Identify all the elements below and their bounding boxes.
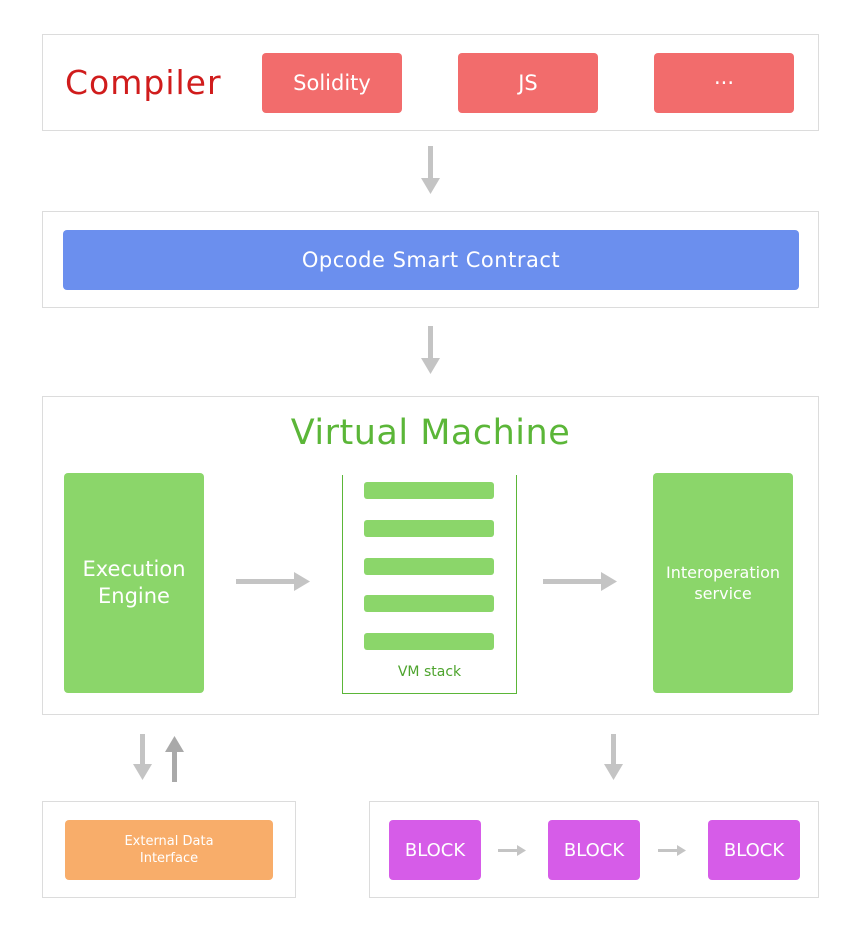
block-2: BLOCK	[548, 820, 640, 880]
block-3: BLOCK	[708, 820, 800, 880]
block-1: BLOCK	[389, 820, 481, 880]
arrow-down-icon	[604, 734, 623, 780]
execution-engine: Execution Engine	[64, 473, 204, 693]
arrow-up-icon	[165, 736, 184, 782]
language-solidity: Solidity	[262, 53, 402, 113]
blocks-panel: BLOCK BLOCK BLOCK	[369, 801, 819, 898]
vm-stack-label: VM stack	[397, 664, 462, 680]
interoperation-service: Interoperation service	[653, 473, 793, 693]
stack-slot	[364, 633, 494, 650]
stack-slot	[364, 520, 494, 537]
virtual-machine-title: Virtual Machine	[290, 413, 571, 453]
arrow-down-icon	[421, 146, 440, 194]
arrow-right-icon	[543, 572, 617, 591]
external-data-interface: External Data Interface	[65, 820, 273, 880]
virtual-machine-panel: Virtual Machine Execution Engine VM stac…	[42, 396, 819, 715]
compiler-title: Compiler	[65, 63, 222, 102]
arrow-down-icon	[421, 326, 440, 374]
stack-slot	[364, 595, 494, 612]
opcode-smart-contract: Opcode Smart Contract	[63, 230, 799, 290]
language-js: JS	[458, 53, 598, 113]
stack-slot	[364, 482, 494, 499]
arrow-down-icon	[133, 734, 152, 780]
arrow-right-icon	[236, 572, 310, 591]
arrow-right-icon	[658, 845, 686, 856]
external-panel: External Data Interface	[42, 801, 296, 898]
vm-stack: VM stack	[342, 475, 517, 694]
stack-slot	[364, 558, 494, 575]
opcode-panel: Opcode Smart Contract	[42, 211, 819, 308]
language-more: ···	[654, 53, 794, 113]
compiler-panel: Compiler Solidity JS ···	[42, 34, 819, 131]
arrow-right-icon	[498, 845, 526, 856]
